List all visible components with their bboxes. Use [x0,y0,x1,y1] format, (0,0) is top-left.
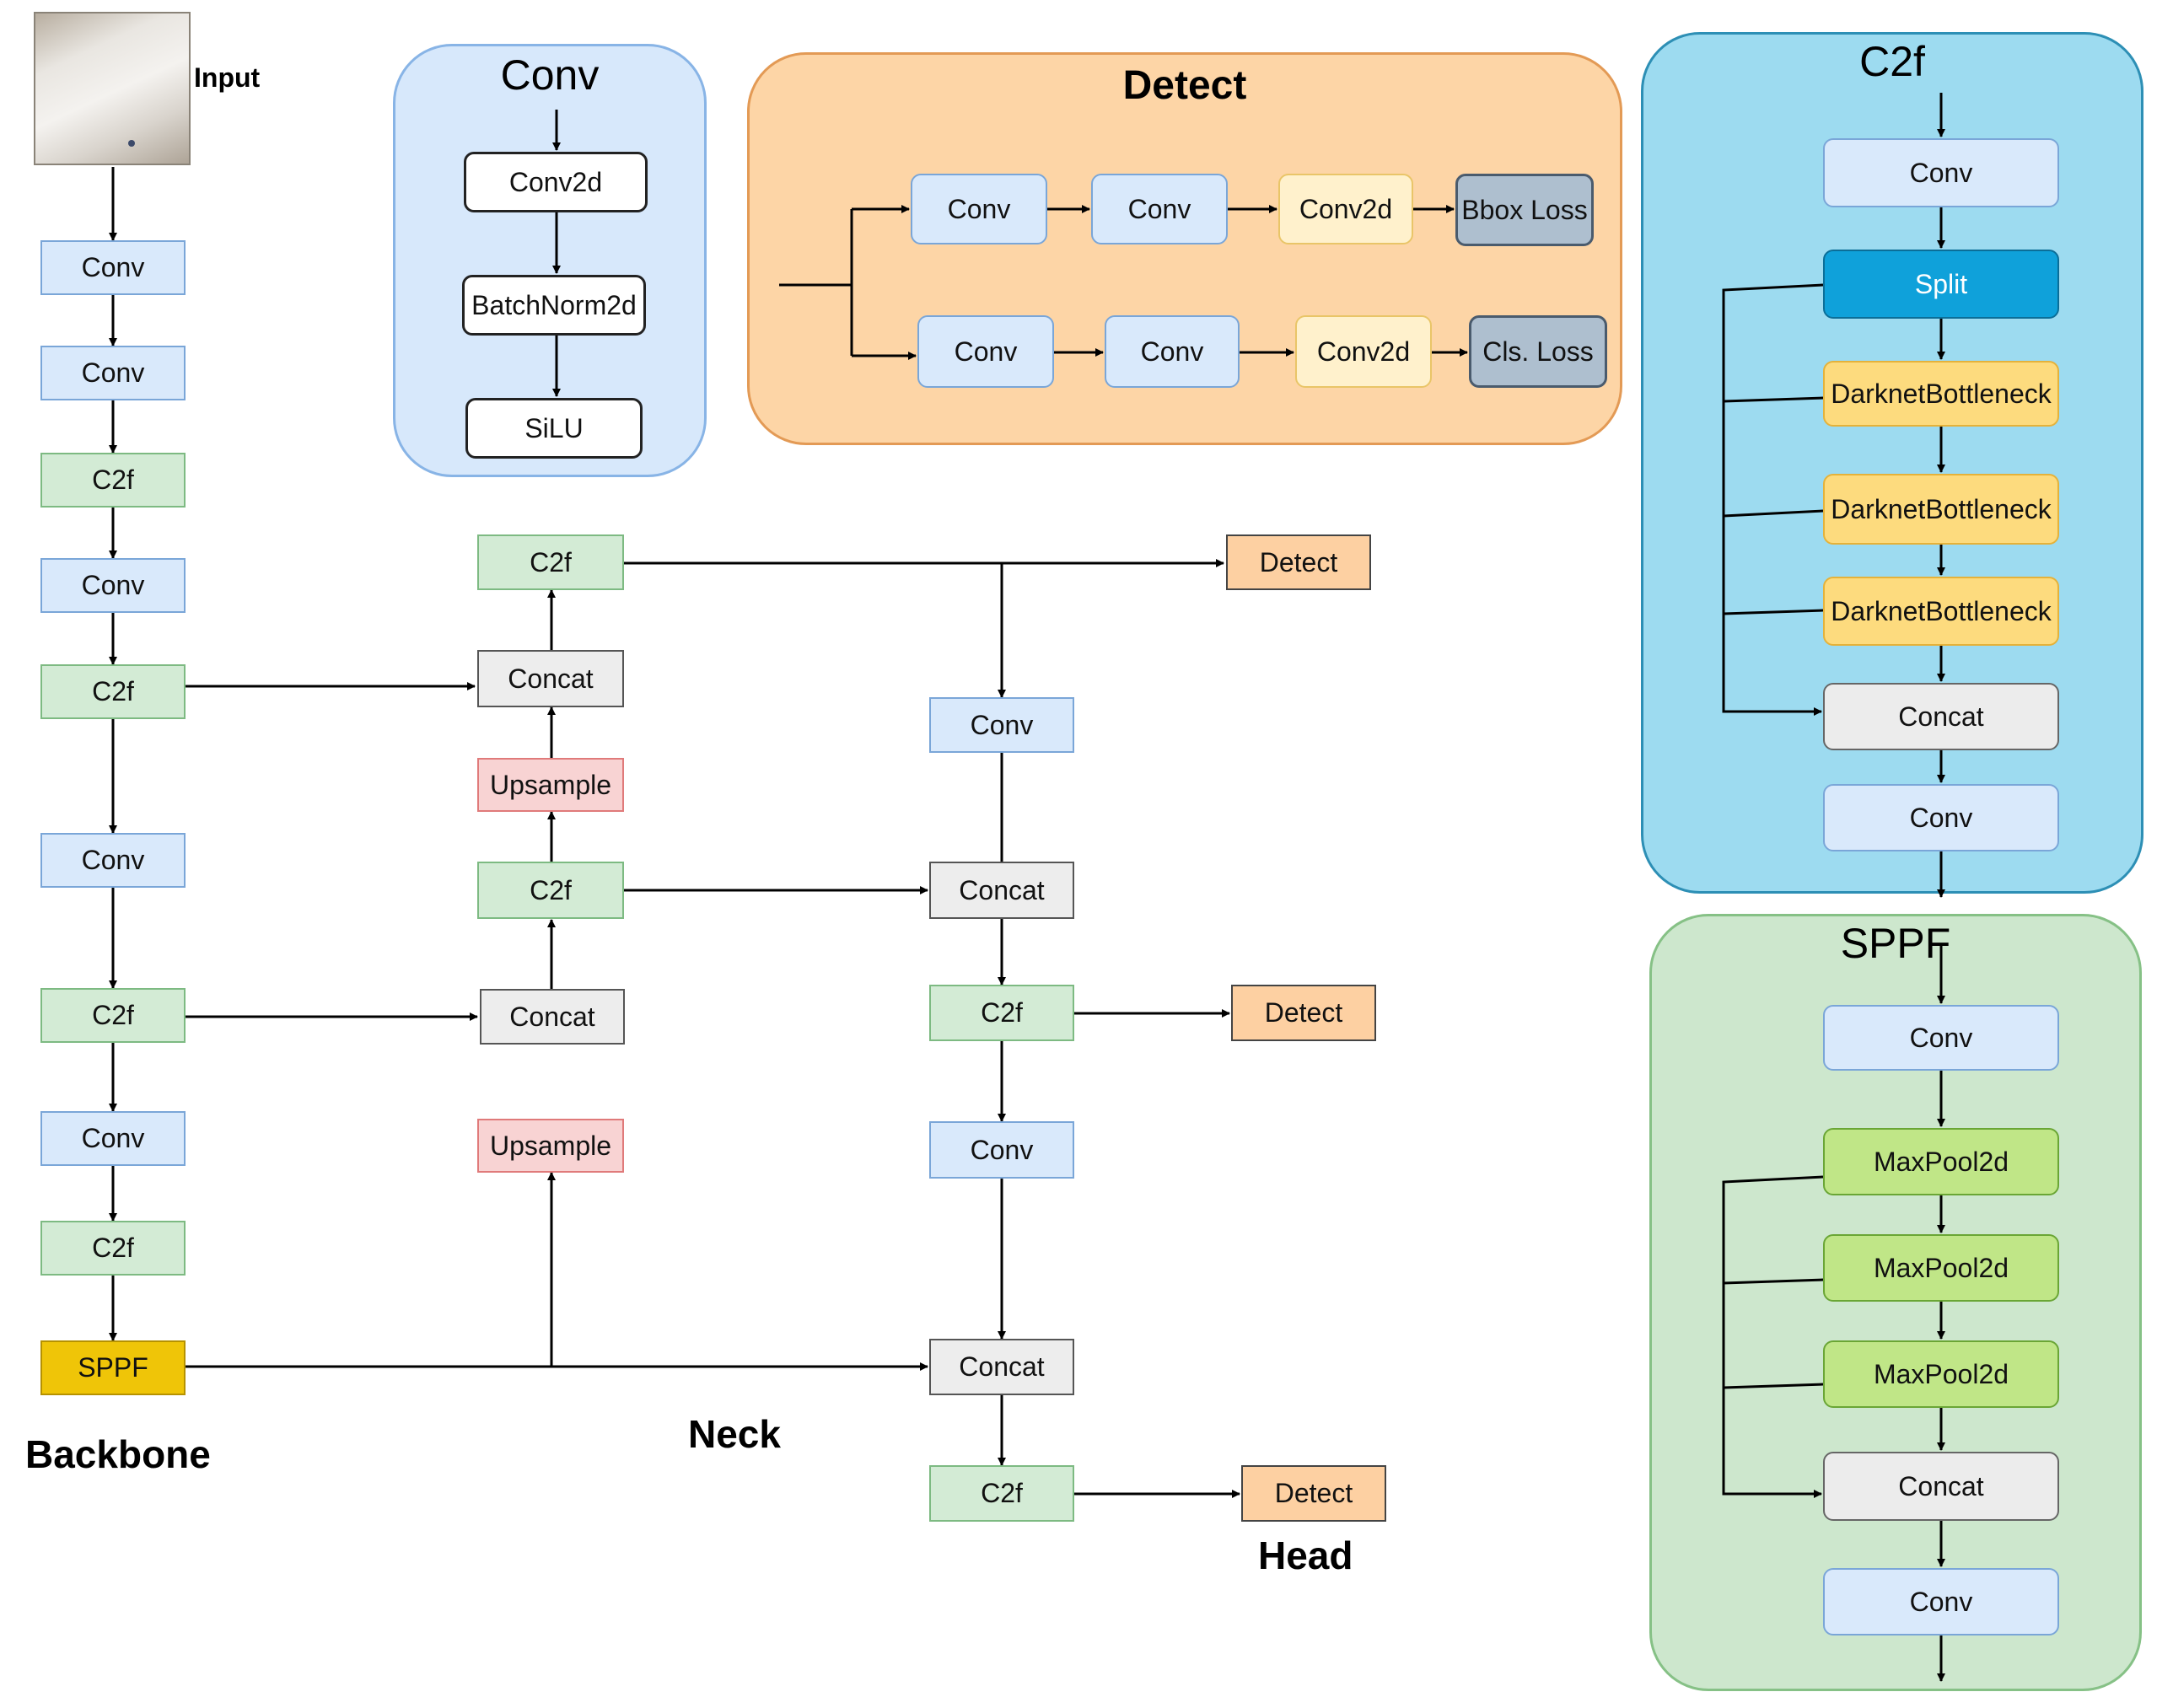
detect-output-3: Detect [1241,1465,1386,1522]
detect-bbox-loss: Bbox Loss [1455,174,1594,246]
sppf-block-maxpool2d-3: MaxPool2d [1823,1340,2059,1408]
conv-block-title: Conv [500,51,600,99]
neck-c2f-mid: C2f [477,862,624,919]
sppf-block-concat: Concat [1823,1452,2059,1521]
neck-concat-3: Concat [929,862,1074,919]
detect-output-1: Detect [1226,534,1371,590]
backbone-conv-4: Conv [40,833,186,888]
backbone-conv-1: Conv [40,240,186,295]
detect-bottom-conv2d: Conv2d [1295,315,1432,388]
c2f-block-darknet-bottleneck-1: DarknetBottleneck [1823,361,2059,427]
backbone-sppf: SPPF [40,1340,186,1395]
backbone-conv-3: Conv [40,558,186,613]
sppf-block-conv-in: Conv [1823,1005,2059,1071]
sppf-block-conv-out: Conv [1823,1568,2059,1635]
c2f-block-darknet-bottleneck-3: DarknetBottleneck [1823,577,2059,646]
backbone-c2f-2: C2f [40,664,186,719]
backbone-label: Backbone [25,1432,211,1476]
backbone-c2f-3: C2f [40,988,186,1043]
c2f-block-darknet-bottleneck-2: DarknetBottleneck [1823,474,2059,545]
c2f-block-title: C2f [1859,38,1925,85]
neck-concat-1: Concat [477,650,624,707]
neck-concat-4: Concat [929,1339,1074,1395]
input-image-thumbnail [34,12,191,165]
neck-upsample-2: Upsample [477,1119,624,1173]
conv-block-silu: SiLU [465,398,643,459]
detect-top-conv-2: Conv [1091,174,1228,244]
conv-block-batchnorm2d: BatchNorm2d [462,275,646,336]
neck-concat-2: Concat [480,989,625,1045]
head-label: Head [1258,1533,1353,1577]
detect-bottom-conv-1: Conv [917,315,1054,388]
neck-conv-2: Conv [929,1121,1074,1179]
detect-top-conv-1: Conv [911,174,1047,244]
backbone-c2f-1: C2f [40,453,186,508]
c2f-block-split: Split [1823,250,2059,319]
neck-c2f-2: C2f [929,985,1074,1041]
sppf-block-maxpool2d-1: MaxPool2d [1823,1128,2059,1195]
detect-top-conv2d: Conv2d [1278,174,1413,244]
neck-conv-1: Conv [929,697,1074,753]
detect-output-2: Detect [1231,985,1376,1041]
neck-c2f-3: C2f [929,1465,1074,1522]
backbone-conv-2: Conv [40,346,186,400]
neck-c2f-top: C2f [477,534,624,590]
c2f-block-concat: Concat [1823,683,2059,750]
neck-label: Neck [688,1412,781,1456]
sppf-block-title: SPPF [1840,920,1951,967]
backbone-conv-5: Conv [40,1111,186,1166]
detect-cls-loss: Cls. Loss [1469,315,1607,388]
backbone-c2f-4: C2f [40,1221,186,1276]
neck-upsample-1: Upsample [477,758,624,812]
c2f-block-conv-out: Conv [1823,784,2059,851]
sppf-block-maxpool2d-2: MaxPool2d [1823,1234,2059,1302]
detect-block-title: Detect [1122,63,1247,108]
conv-block-conv2d: Conv2d [464,152,648,212]
input-label: Input [194,62,261,93]
c2f-block-conv-in: Conv [1823,138,2059,207]
detect-bottom-conv-2: Conv [1105,315,1240,388]
